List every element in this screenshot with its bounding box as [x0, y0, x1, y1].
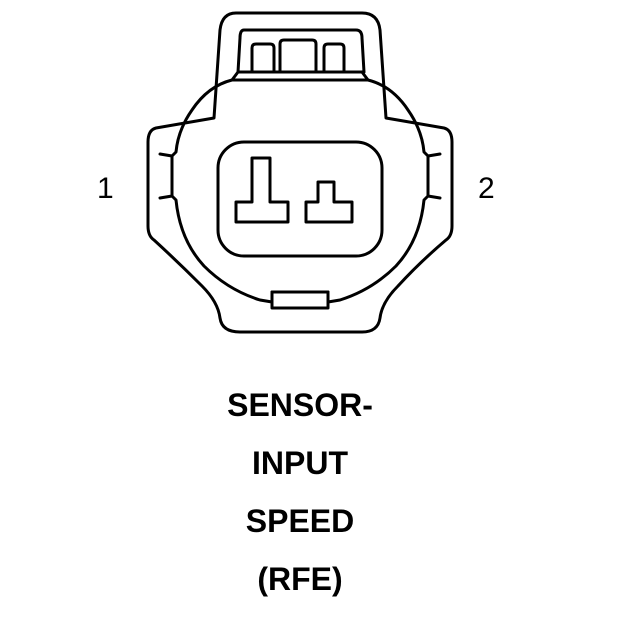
terminal-pin-2	[304, 180, 354, 224]
locking-tab-center	[278, 38, 318, 74]
latch-frame	[236, 28, 366, 74]
locking-tab-right	[322, 42, 346, 74]
locking-tab-left	[250, 42, 276, 74]
side-key-left	[158, 152, 174, 200]
bottom-key-tab	[270, 290, 330, 310]
pin-label-1: 1	[97, 172, 114, 205]
caption-line-3: SPEED	[245, 503, 355, 539]
connector-face-diagram	[146, 11, 454, 334]
terminal-pin-1	[234, 156, 290, 224]
caption-line-4: (RFE)	[257, 561, 343, 597]
connector-inner-face	[170, 78, 430, 304]
connector-caption: SENSOR- INPUT SPEED (RFE)	[0, 385, 600, 617]
side-key-right	[426, 152, 442, 200]
terminal-cavity	[216, 140, 384, 258]
connector-housing-outline	[146, 11, 454, 334]
pin-label-2: 2	[478, 172, 495, 205]
caption-line-1: SENSOR-	[227, 387, 373, 423]
caption-line-2: INPUT	[252, 445, 348, 481]
